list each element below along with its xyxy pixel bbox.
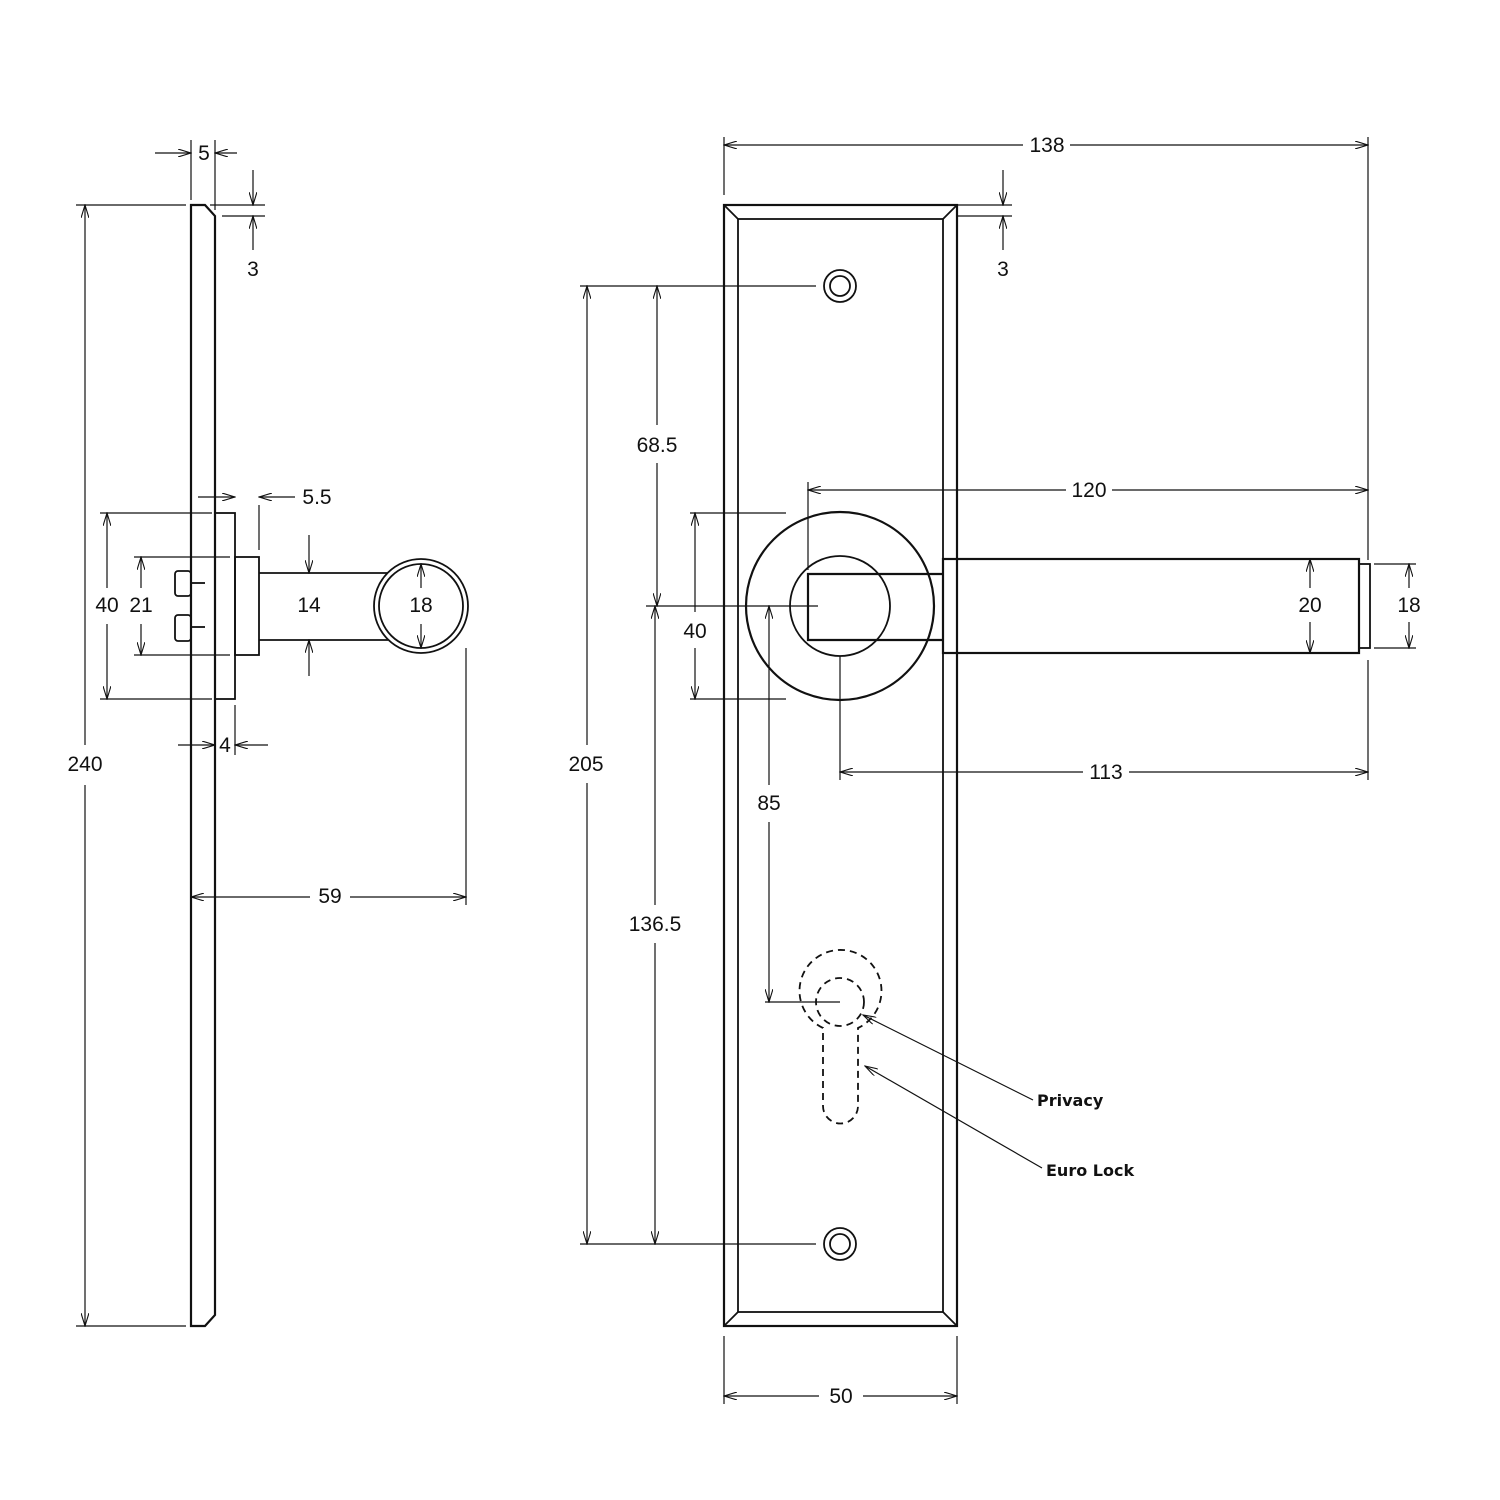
front-dim-rose-height: 40 bbox=[683, 620, 706, 643]
side-rose bbox=[214, 512, 236, 700]
front-dim-fixing-centres: 205 bbox=[568, 753, 603, 776]
front-dim-bevel: 3 bbox=[997, 258, 1009, 281]
side-dim-rose-height: 40 bbox=[95, 594, 118, 617]
front-dim-fixing-lower: 136.5 bbox=[629, 913, 682, 936]
front-backplate-inner bbox=[737, 218, 944, 1313]
side-dim-plate-thickness: 5 bbox=[198, 142, 210, 165]
front-dim-overall-width: 138 bbox=[1029, 134, 1064, 157]
side-view: 5 3 240 40 21 5.5 4 bbox=[67, 140, 469, 1328]
side-dim-neck: 14 bbox=[297, 594, 321, 617]
front-dim-spindle-to-end: 113 bbox=[1089, 761, 1122, 784]
side-dim-rose-offset: 5.5 bbox=[302, 486, 331, 509]
front-backplate-outer bbox=[722, 203, 959, 1328]
front-dim-lever-end: 18 bbox=[1397, 594, 1420, 617]
label-privacy: Privacy bbox=[1037, 1091, 1104, 1110]
front-screw-upper-outer bbox=[823, 269, 857, 303]
front-screw-upper-inner bbox=[829, 275, 851, 297]
side-fixing-bolt-upper bbox=[174, 570, 192, 597]
front-euro-lock-outline bbox=[798, 949, 883, 1125]
front-view: 138 3 68.5 205 136.5 40 120 bbox=[568, 134, 1420, 1408]
front-screw-lower-outer bbox=[823, 1227, 857, 1261]
side-dim-grip: 18 bbox=[409, 594, 432, 617]
euro-lock-leader bbox=[865, 1066, 1043, 1169]
front-dim-centres: 85 bbox=[757, 792, 780, 815]
side-dim-projection: 59 bbox=[318, 885, 341, 908]
front-dim-lever-length: 120 bbox=[1071, 479, 1106, 502]
front-dim-plate-width: 50 bbox=[829, 1385, 852, 1408]
front-screw-lower-inner bbox=[829, 1233, 851, 1255]
side-fixing-bolt-lower bbox=[174, 614, 192, 642]
front-lever-arm bbox=[941, 557, 1361, 655]
side-rose-boss bbox=[234, 556, 260, 656]
front-dim-fixing-upper: 68.5 bbox=[637, 434, 678, 457]
side-dim-bevel: 3 bbox=[247, 258, 259, 281]
side-dim-height: 240 bbox=[67, 753, 102, 776]
side-dim-rose-inner: 21 bbox=[129, 594, 152, 617]
front-lever-neck bbox=[806, 572, 943, 642]
side-backplate bbox=[189, 203, 217, 1328]
front-lever-end-cap bbox=[1358, 563, 1371, 649]
label-euro-lock: Euro Lock bbox=[1046, 1161, 1134, 1180]
side-lever-grip-outer bbox=[373, 558, 469, 654]
privacy-leader bbox=[863, 1015, 1034, 1101]
side-dim-rose-plate: 4 bbox=[219, 734, 231, 757]
front-dim-lever-height: 20 bbox=[1298, 594, 1321, 617]
